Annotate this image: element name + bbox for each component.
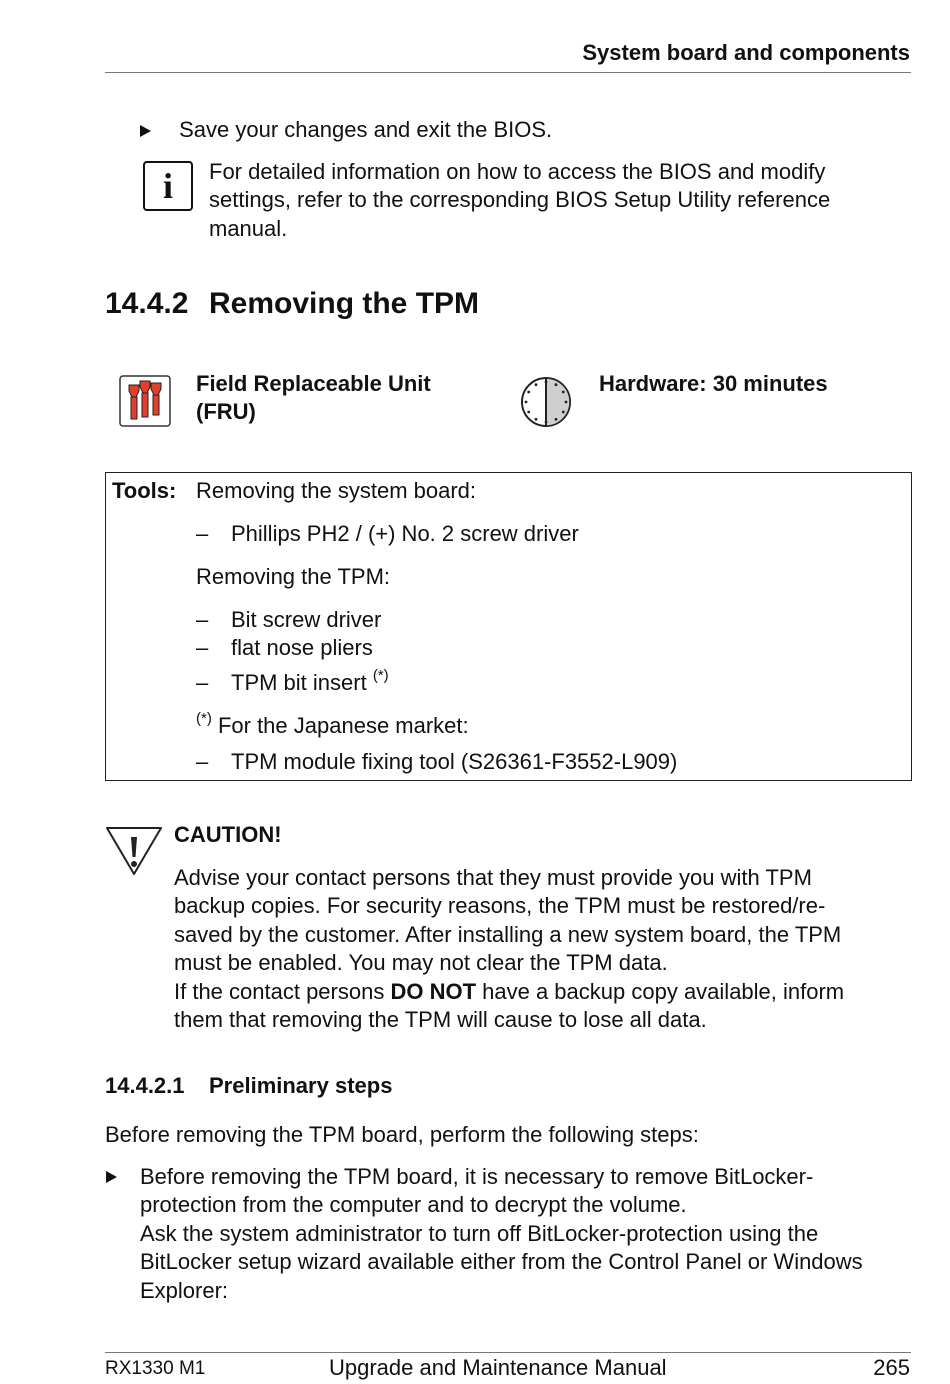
clock-icon (521, 377, 571, 427)
section-title: Removing the TPM (209, 287, 480, 320)
subsection-title: Preliminary steps (209, 1073, 393, 1098)
tools-group-heading: Removing the system board: (196, 478, 477, 503)
footer-manual-title: Upgrade and Maintenance Manual (329, 1355, 667, 1380)
bullet-text: Save your changes and exit the BIOS. (179, 117, 553, 142)
tools-box (105, 472, 912, 781)
footer-model: RX1330 M1 (105, 1358, 206, 1379)
list-item: –Phillips PH2 / (+) No. 2 screw driver (196, 521, 579, 546)
bullet-item: Save your changes and exit the BIOS. (140, 116, 552, 144)
list-item: –TPM module fixing tool (S26361-F3552-L9… (196, 749, 678, 774)
running-header: System board and components (582, 40, 910, 65)
info-line: manual. (209, 215, 288, 241)
info-line: For detailed information on how to acces… (209, 159, 826, 184)
info-icon: i (143, 161, 193, 211)
bullet-triangle-icon (106, 1171, 117, 1183)
page-number: 265 (873, 1355, 910, 1380)
list-item: –TPM bit insert (*) (196, 667, 389, 695)
footnote-marker: (*) (196, 710, 212, 727)
subsection-heading: 14.4.2.1 Preliminary steps (105, 1072, 392, 1100)
caution-title: CAUTION! (174, 822, 282, 847)
footnote-marker: (*) (372, 667, 389, 684)
wrench-tools-icon (119, 375, 171, 427)
bullet-triangle-icon (140, 125, 151, 137)
subsection-number: 14.4.2.1 (105, 1073, 185, 1098)
list-item: –Bit screw driver (196, 607, 382, 632)
info-line: settings, refer to the corresponding BIO… (209, 187, 831, 213)
footnote: (*) For the Japanese market: (196, 710, 469, 738)
tools-group-heading: Removing the TPM: (196, 564, 391, 589)
hardware-time-label: Hardware: 30 minutes (599, 371, 828, 396)
step-item: Before removing the TPM board, it is nec… (140, 1164, 863, 1303)
caution-text: Advise your contact persons that they mu… (174, 865, 845, 1033)
header-rule (105, 72, 911, 73)
section-heading: 14.4.2 Removing the TPM (105, 287, 479, 321)
list-item: –flat nose pliers (196, 635, 373, 660)
intro-paragraph: Before removing the TPM board, perform t… (105, 1122, 699, 1147)
tools-label: Tools: (112, 478, 177, 503)
section-number: 14.4.2 (105, 287, 189, 320)
fru-label: Field Replaceable Unit (FRU) (196, 371, 431, 425)
info-note: For detailed information on how to acces… (209, 158, 889, 243)
footer-rule (105, 1352, 911, 1353)
warning-icon (106, 827, 162, 875)
